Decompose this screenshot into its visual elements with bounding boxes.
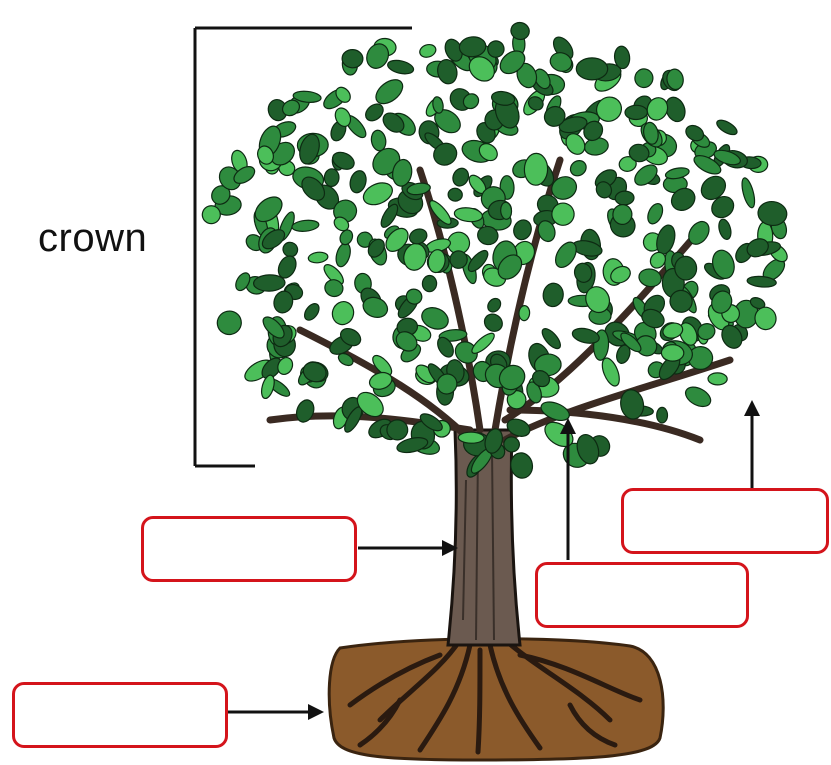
leaf — [334, 241, 353, 268]
leaf — [485, 296, 503, 315]
leaf — [342, 49, 364, 68]
leaf — [447, 187, 463, 201]
leaf — [717, 218, 733, 241]
leaf — [715, 117, 740, 137]
leaf — [450, 166, 471, 189]
leaf — [571, 326, 601, 346]
leaf — [625, 105, 648, 120]
roots-label-box[interactable] — [12, 682, 228, 748]
leaf — [657, 407, 668, 423]
leaf — [458, 432, 484, 443]
leaf — [422, 275, 437, 292]
leaf — [542, 282, 565, 308]
leaf — [372, 75, 408, 108]
leaf — [348, 169, 369, 195]
leaf — [665, 166, 690, 180]
leaf — [519, 305, 530, 321]
leaf — [615, 191, 634, 206]
leaf — [634, 68, 654, 89]
leaves-label-box[interactable] — [621, 488, 829, 554]
leaf — [645, 201, 666, 226]
leaf — [637, 267, 662, 288]
leaf — [215, 309, 243, 337]
leaf — [386, 58, 415, 76]
leaf — [739, 177, 757, 209]
leaf — [661, 345, 684, 362]
leaf — [291, 219, 319, 233]
leaf — [324, 169, 339, 187]
trunk-label-box[interactable] — [141, 516, 357, 582]
leaf — [708, 373, 727, 385]
leaf — [511, 217, 534, 242]
leaf — [329, 299, 356, 328]
leaf — [481, 311, 506, 335]
leaf — [567, 157, 589, 178]
branch-label-box[interactable] — [535, 562, 749, 628]
arrow-to-leaves — [744, 400, 760, 490]
arrow-to-trunk — [358, 540, 458, 556]
arrow-to-roots — [228, 704, 324, 720]
leaf — [682, 383, 714, 410]
leaf — [407, 226, 429, 246]
crown-label: crown — [38, 216, 147, 261]
leaf — [509, 21, 531, 42]
leaf — [418, 43, 437, 60]
leaf — [576, 58, 607, 80]
leaf — [654, 223, 678, 256]
leaf — [524, 153, 548, 186]
leaf — [454, 206, 484, 223]
leaf — [308, 251, 329, 264]
leaf — [302, 301, 322, 323]
